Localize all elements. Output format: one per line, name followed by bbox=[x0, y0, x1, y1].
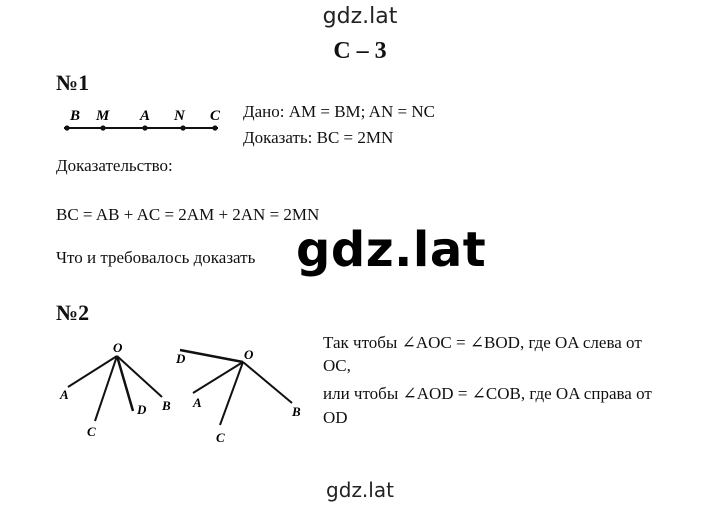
point-m-dot bbox=[100, 125, 106, 131]
angles-figure-1: O A C D B bbox=[59, 340, 171, 439]
angles-figure: O A C D B D O A C B bbox=[59, 340, 301, 445]
task1-conclusion: Что и требовалось доказать bbox=[56, 248, 256, 267]
label-d-2: D bbox=[175, 351, 186, 366]
task1-proof-label: Доказательство: bbox=[56, 156, 173, 175]
angles-figure-2: D O A C B bbox=[175, 347, 301, 445]
label-o-1: O bbox=[113, 340, 123, 355]
point-n-label: N bbox=[173, 108, 186, 124]
ray-od-1 bbox=[115, 355, 135, 412]
label-b-2: B bbox=[291, 404, 301, 419]
ray-ob-2 bbox=[242, 361, 293, 404]
task1-prove: Доказать: BC = 2MN bbox=[243, 128, 394, 147]
label-a-2: A bbox=[192, 395, 202, 410]
point-c-label: C bbox=[210, 108, 221, 124]
point-a-label: A bbox=[139, 108, 150, 124]
label-c-1: C bbox=[87, 424, 96, 439]
point-b-dot bbox=[64, 125, 70, 131]
task2-text-line1: Так чтобы ∠AOC = ∠BOD, где OA слева от bbox=[323, 333, 642, 352]
label-a-1: A bbox=[59, 387, 69, 402]
watermark-bottom: gdz.lat bbox=[326, 478, 394, 502]
watermark-middle: gdz.lat bbox=[296, 222, 487, 278]
ray-oa-1 bbox=[67, 355, 118, 388]
point-c-dot bbox=[212, 125, 218, 131]
point-n-dot bbox=[180, 125, 186, 131]
ray-oc-1 bbox=[94, 355, 118, 422]
point-b-label: B bbox=[69, 108, 80, 124]
ray-od-2 bbox=[179, 348, 244, 364]
watermark-top: gdz.lat bbox=[322, 4, 398, 29]
label-d-1: D bbox=[136, 402, 147, 417]
task1-equation: BC = AB + AC = 2AM + 2AN = 2MN bbox=[56, 205, 320, 224]
ray-oc-2 bbox=[219, 361, 244, 426]
task2-number: №2 bbox=[56, 300, 90, 325]
task2-text-line2: OC, bbox=[323, 356, 351, 375]
task2-text-line3: или чтобы ∠AOD = ∠COB, где OA справа от bbox=[323, 384, 652, 403]
task1-given: Дано: AM = BM; AN = NC bbox=[243, 102, 435, 121]
ray-oa-2 bbox=[192, 361, 244, 394]
task1-number: №1 bbox=[56, 70, 90, 95]
segment-figure: B M A N C bbox=[64, 108, 221, 131]
label-b-1: B bbox=[161, 398, 171, 413]
label-c-2: C bbox=[216, 430, 225, 445]
point-a-dot bbox=[142, 125, 148, 131]
page-heading: С – 3 bbox=[333, 38, 387, 64]
point-m-label: M bbox=[95, 108, 110, 124]
ray-ob-1 bbox=[116, 355, 163, 398]
task2-text-line4: OD bbox=[323, 408, 348, 427]
label-o-2: O bbox=[244, 347, 254, 362]
